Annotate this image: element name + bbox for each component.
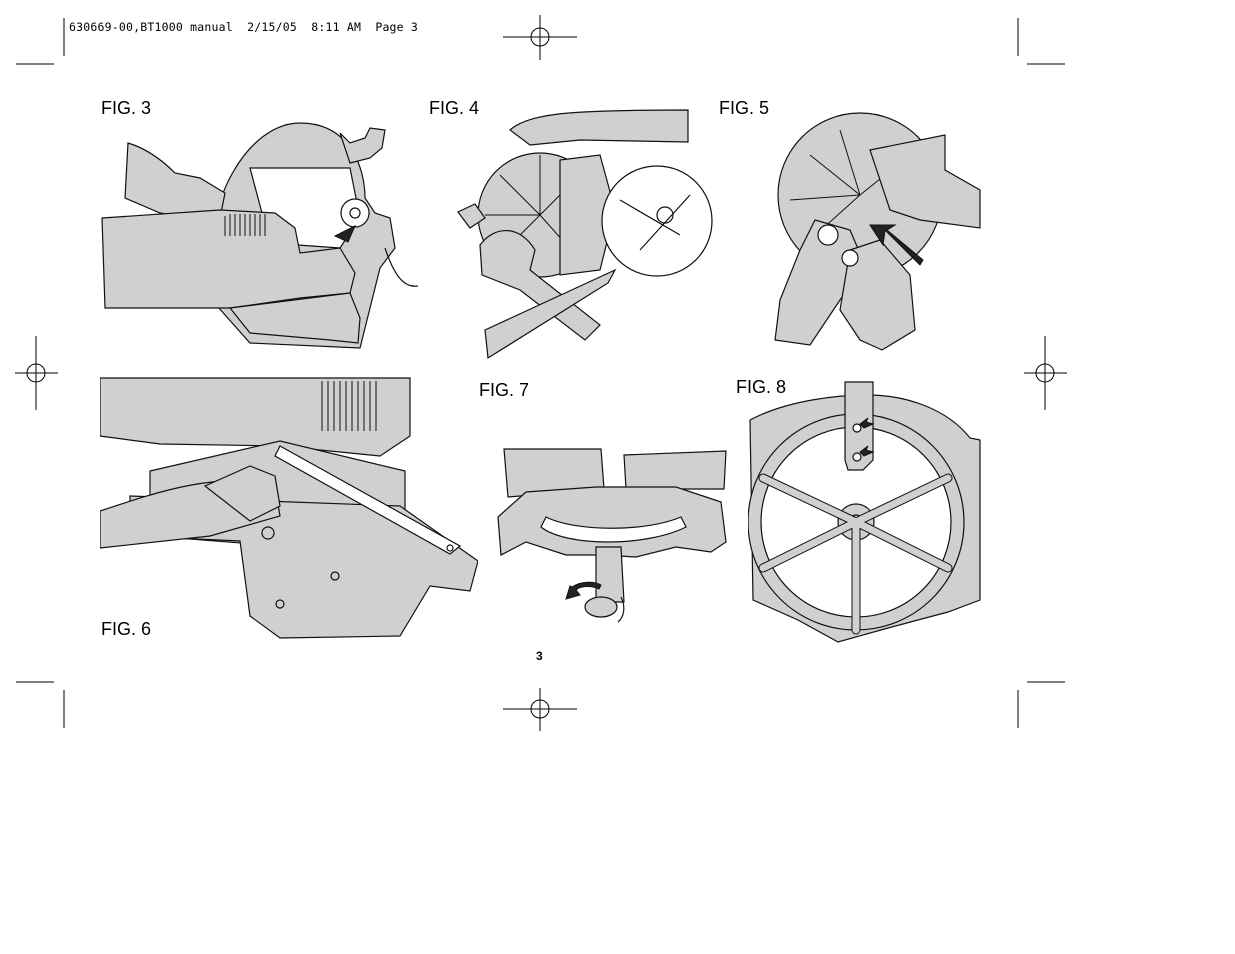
- fig-8-illustration: [748, 381, 981, 643]
- fig-6-illustration: [100, 377, 478, 639]
- fig-3-label: FIG. 3: [101, 98, 152, 118]
- fig-4-label: FIG. 4: [429, 98, 480, 118]
- fig-7-label: FIG. 7: [479, 380, 530, 400]
- fig-6-label: FIG. 6: [101, 619, 152, 639]
- page-number: 3: [536, 649, 543, 663]
- fig-5-illustration: [774, 112, 981, 351]
- fig-5-label: FIG. 5: [719, 98, 770, 118]
- fig-7-illustration: [497, 448, 727, 623]
- fig-3-illustration: [101, 122, 419, 349]
- print-slug-line: 630669-00,BT1000 manual 2/15/05 8:11 AM …: [69, 20, 419, 34]
- fig-4-illustration: [457, 109, 713, 360]
- fig-8-label: FIG. 8: [736, 377, 787, 397]
